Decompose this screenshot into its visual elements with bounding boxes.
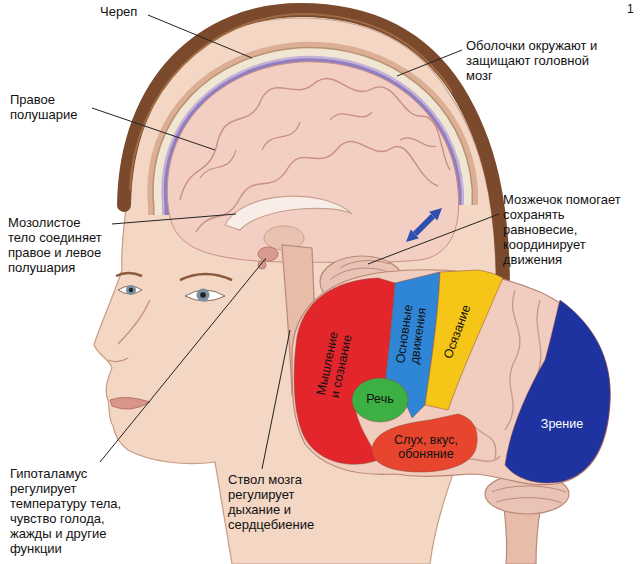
region-label: Зрение: [541, 418, 583, 432]
brain-region: Осязание: [423, 266, 507, 414]
lateral-cerebrum: [292, 270, 610, 485]
sagittal-brain: [167, 62, 458, 263]
iris: [126, 285, 136, 295]
region-label: Речь: [366, 393, 393, 407]
eye: [118, 286, 142, 294]
direction-arrow-shaft: [415, 216, 433, 234]
corpus-callosum: [225, 196, 352, 230]
gyrus-line: [196, 142, 438, 232]
iris: [197, 289, 210, 302]
callout-label: Оболочки окружают и защищают головной мо…: [466, 38, 616, 83]
leader-line: [92, 108, 215, 150]
eyebrow: [116, 273, 232, 280]
callout-label: Мозолистое тело соединяет правое и левое…: [8, 215, 110, 275]
leader-line: [368, 214, 499, 264]
callout-label: 1: [627, 2, 634, 17]
region-fill: [352, 378, 408, 422]
hair: [124, 10, 503, 300]
brain-region: Зрение: [502, 296, 614, 488]
callout-label: Мозжечок помогает сохранять равновесие, …: [503, 192, 633, 267]
callout-label: Ствол мозга регулирует дыхание и сердцеб…: [228, 472, 320, 532]
pupil: [200, 292, 206, 298]
hypothalamus: [258, 247, 278, 261]
region-fill: [505, 300, 610, 483]
brain-region: Слух, вкус, обоняние: [368, 410, 480, 474]
leader-line: [397, 50, 462, 76]
brain-region: Речь: [350, 376, 410, 424]
cerebellum-lines: [492, 486, 566, 503]
gyrus-line: [180, 79, 450, 200]
region-fill: [425, 270, 503, 410]
region-label: Слух, вкус, обоняние: [386, 434, 466, 462]
region-shape: [502, 296, 614, 488]
callout-label: Гипоталамус регулирует температуру тела,…: [10, 466, 142, 556]
leader-line: [112, 214, 236, 224]
region-text-holder: Слух, вкус, обоняние: [386, 434, 466, 462]
region-shape: [423, 266, 507, 414]
region-fill: [372, 414, 477, 472]
leader-line: [100, 258, 266, 462]
nose-line: [108, 300, 150, 362]
leader-line: [148, 15, 252, 58]
gyrus-line: [200, 112, 436, 178]
region-text-holder: Зрение: [541, 418, 583, 432]
callout-label: Череп: [100, 4, 137, 19]
callout-label: Правое полушарие: [10, 92, 95, 122]
direction-arrow-head: [406, 208, 442, 242]
leader-line: [262, 330, 290, 469]
region-text-holder: Речь: [366, 393, 393, 407]
pupil: [129, 288, 133, 292]
